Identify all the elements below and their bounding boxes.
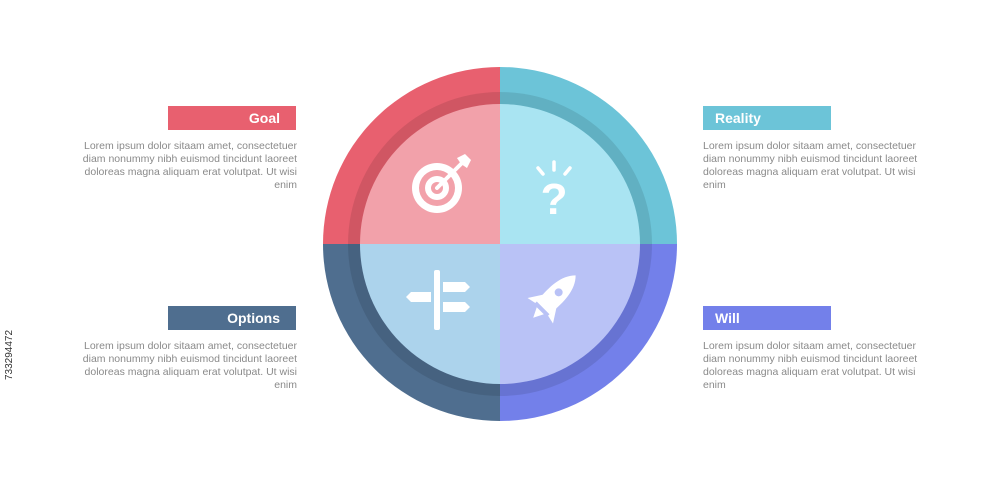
inner-segment-will <box>500 244 640 384</box>
target-icon <box>412 154 471 213</box>
reality-label: Reality <box>703 106 831 130</box>
svg-text:?: ? <box>541 175 568 224</box>
goal-description: Lorem ipsum dolor sitaam amet, consectet… <box>82 140 297 191</box>
inner-segment-options <box>360 244 500 384</box>
side-credit: 733294472 <box>4 329 15 380</box>
question-icon: ? <box>536 160 572 224</box>
options-description: Lorem ipsum dolor sitaam amet, consectet… <box>82 340 297 391</box>
options-label: Options <box>168 306 296 330</box>
inner-segment-reality <box>500 104 640 244</box>
signpost-icon <box>406 270 470 330</box>
will-description: Lorem ipsum dolor sitaam amet, consectet… <box>703 340 918 391</box>
goal-label: Goal <box>168 106 296 130</box>
will-label: Will <box>703 306 831 330</box>
reality-description: Lorem ipsum dolor sitaam amet, consectet… <box>703 140 918 191</box>
